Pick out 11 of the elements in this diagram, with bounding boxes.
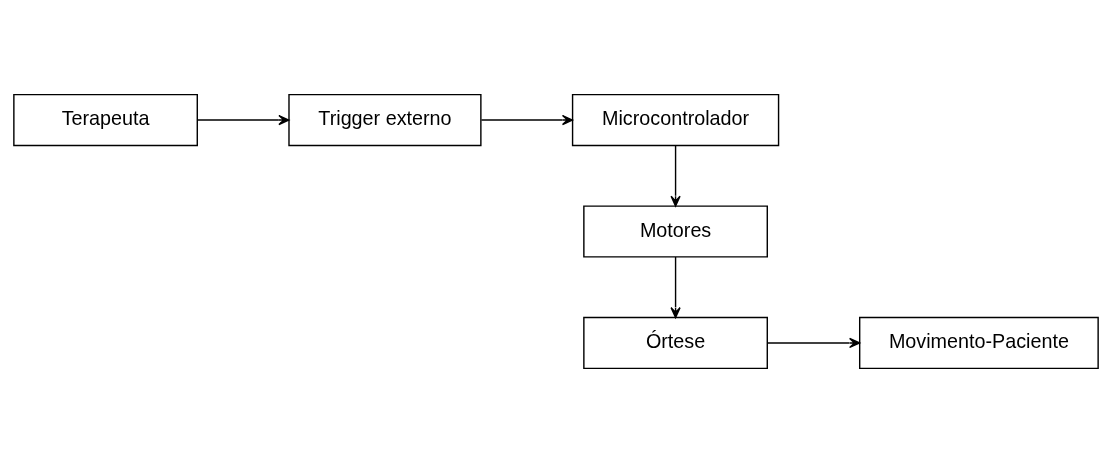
arrow: [480, 114, 574, 126]
node-box: Movimento-Paciente: [859, 316, 1099, 370]
node-box: Motores: [583, 205, 768, 258]
node-box: Órtese: [583, 316, 768, 370]
node-box: Microcontrolador: [571, 93, 780, 147]
arrow: [670, 144, 681, 207]
arrow: [670, 256, 681, 319]
node-box: Trigger externo: [288, 93, 482, 147]
arrow: [766, 337, 861, 349]
node-box: Terapeuta: [13, 93, 198, 147]
arrow: [197, 114, 290, 126]
